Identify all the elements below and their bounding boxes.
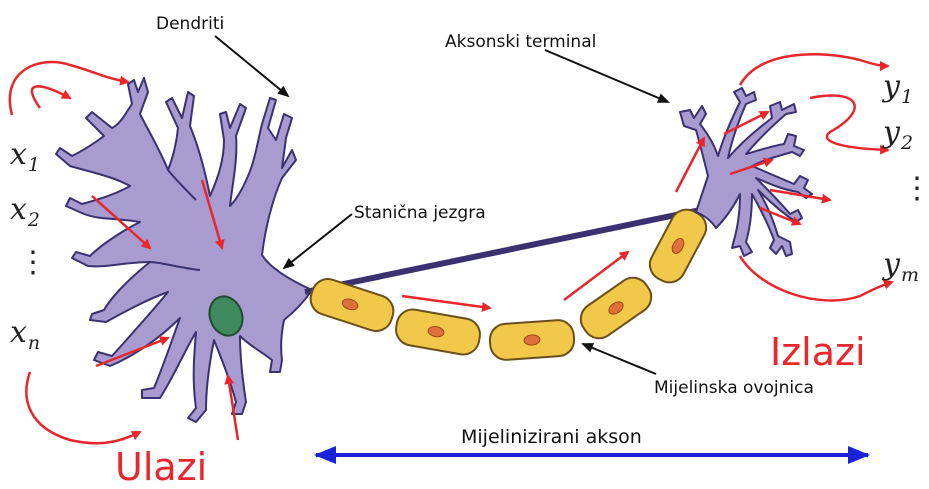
output-y1: y1 <box>883 72 913 107</box>
nucleus-pointer <box>284 214 352 268</box>
output-y2: y2 <box>883 118 913 153</box>
input-arrow-curve <box>32 86 70 108</box>
input-xn: xn <box>10 318 40 353</box>
axon-flow-arrow <box>676 138 704 192</box>
myelin-pointer <box>583 344 656 374</box>
output-vdots: ⋮ <box>902 184 914 195</box>
output-ym: ym <box>883 250 919 285</box>
myelin-sheath-segments <box>305 204 712 361</box>
axon-terminal-pointer <box>545 50 668 102</box>
label-inputs: Ulazi <box>115 445 207 489</box>
myelin-segment <box>394 307 483 357</box>
input-vdots: ⋮ <box>18 258 30 269</box>
label-dendrites: Dendriti <box>156 14 224 34</box>
axon-flow-arrow <box>402 296 490 308</box>
output-arrow-curve <box>740 54 888 85</box>
dendrites-pointer <box>215 36 288 96</box>
label-outputs: Izlazi <box>770 330 866 374</box>
label-myelinated-axon: Mijelinizirani akson <box>461 426 642 448</box>
myelin-segment <box>489 319 575 361</box>
cell-body <box>56 78 312 422</box>
label-cell-nucleus: Stanična jezgra <box>354 203 486 223</box>
input-arrow-curve <box>26 372 140 443</box>
input-x1: x1 <box>10 140 40 175</box>
output-arrow-curve <box>810 96 888 150</box>
input-arrow-curve <box>10 62 128 115</box>
label-axon-terminal: Aksonski terminal <box>445 32 596 52</box>
output-arrow-curve <box>740 256 892 301</box>
input-x2: x2 <box>10 195 40 230</box>
label-myelin-sheath: Mijelinska ovojnica <box>654 378 814 398</box>
